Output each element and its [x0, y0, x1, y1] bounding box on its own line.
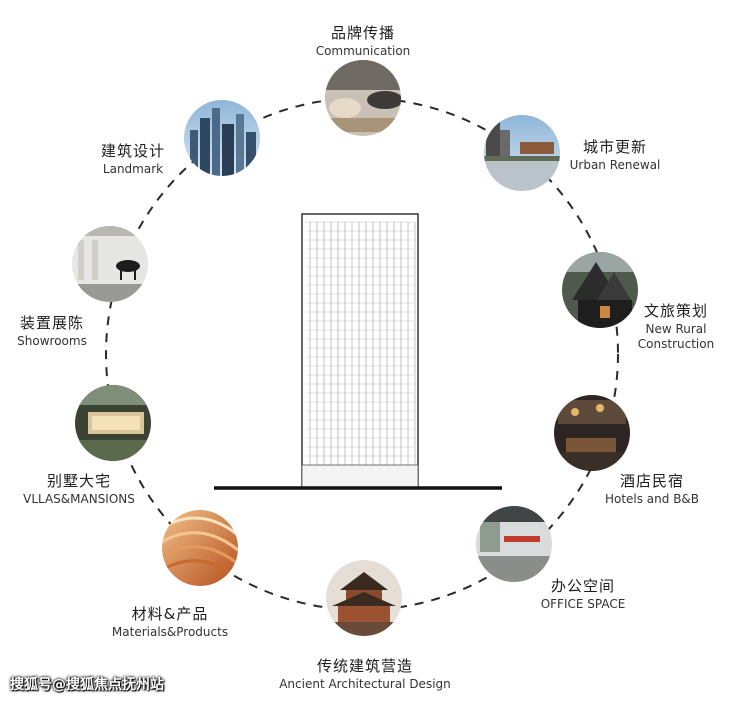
riverside-buildings-photo-icon — [484, 115, 560, 191]
label-ancient-zh: 传统建筑营造 — [316, 657, 413, 675]
label-landmark-zh: 建筑设计 — [100, 142, 165, 160]
label-new-rural-en2: Construction — [637, 337, 715, 351]
watermark: 搜狐号@搜狐焦点抚州站 — [10, 677, 164, 693]
label-hotels-en: Hotels and B&B — [604, 492, 700, 506]
high-rise-tower-icon — [214, 213, 502, 490]
label-landmark-en: Landmark — [102, 162, 164, 176]
label-landmark: 建筑设计 Landmark — [90, 140, 176, 176]
office-interior-photo-icon — [476, 506, 552, 582]
label-materials-en: Materials&Products — [111, 625, 229, 639]
villa-photo-icon — [75, 385, 151, 461]
label-new-rural: 文旅策划 New Rural Construction — [628, 300, 724, 351]
gabled-house-photo-icon — [562, 252, 638, 328]
label-hotels: 酒店民宿 Hotels and B&B — [592, 470, 712, 506]
dashed-ring — [105, 97, 619, 611]
label-office-en: OFFICE SPACE — [540, 597, 626, 611]
label-villas-zh: 别墅大宅 — [46, 472, 111, 490]
label-new-rural-zh: 文旅策划 — [643, 302, 708, 320]
label-showrooms: 装置展陈 Showrooms — [10, 312, 94, 348]
label-new-rural-en: New Rural — [645, 322, 707, 336]
label-ancient: 传统建筑营造 Ancient Architectural Design — [270, 655, 460, 691]
label-communication-zh: 品牌传播 — [330, 24, 395, 42]
label-communication-en: Communication — [315, 44, 411, 58]
city-skyline-photo-icon — [184, 100, 260, 176]
label-showrooms-en: Showrooms — [17, 334, 87, 348]
label-villas-en: VLLAS&MANSIONS — [23, 492, 135, 506]
label-villas: 别墅大宅 VLLAS&MANSIONS — [14, 470, 144, 506]
label-ancient-en: Ancient Architectural Design — [279, 677, 451, 691]
label-materials: 材料&产品 Materials&Products — [98, 603, 242, 639]
pagoda-photo-icon — [326, 560, 402, 636]
label-showrooms-zh: 装置展陈 — [19, 314, 84, 332]
meeting-photo-icon — [325, 60, 401, 136]
label-urban-renewal: 城市更新 Urban Renewal — [560, 136, 670, 172]
hotel-interior-photo-icon — [554, 395, 630, 471]
label-office-zh: 办公空间 — [550, 577, 615, 595]
label-urban-renewal-en: Urban Renewal — [569, 158, 661, 172]
layered-wood-photo-icon — [162, 510, 238, 586]
label-urban-renewal-zh: 城市更新 — [582, 138, 647, 156]
label-materials-zh: 材料&产品 — [131, 605, 209, 623]
gallery-horse-photo-icon — [72, 226, 148, 302]
label-hotels-zh: 酒店民宿 — [619, 472, 684, 490]
label-office: 办公空间 OFFICE SPACE — [528, 575, 638, 611]
label-communication: 品牌传播 Communication — [313, 22, 413, 58]
